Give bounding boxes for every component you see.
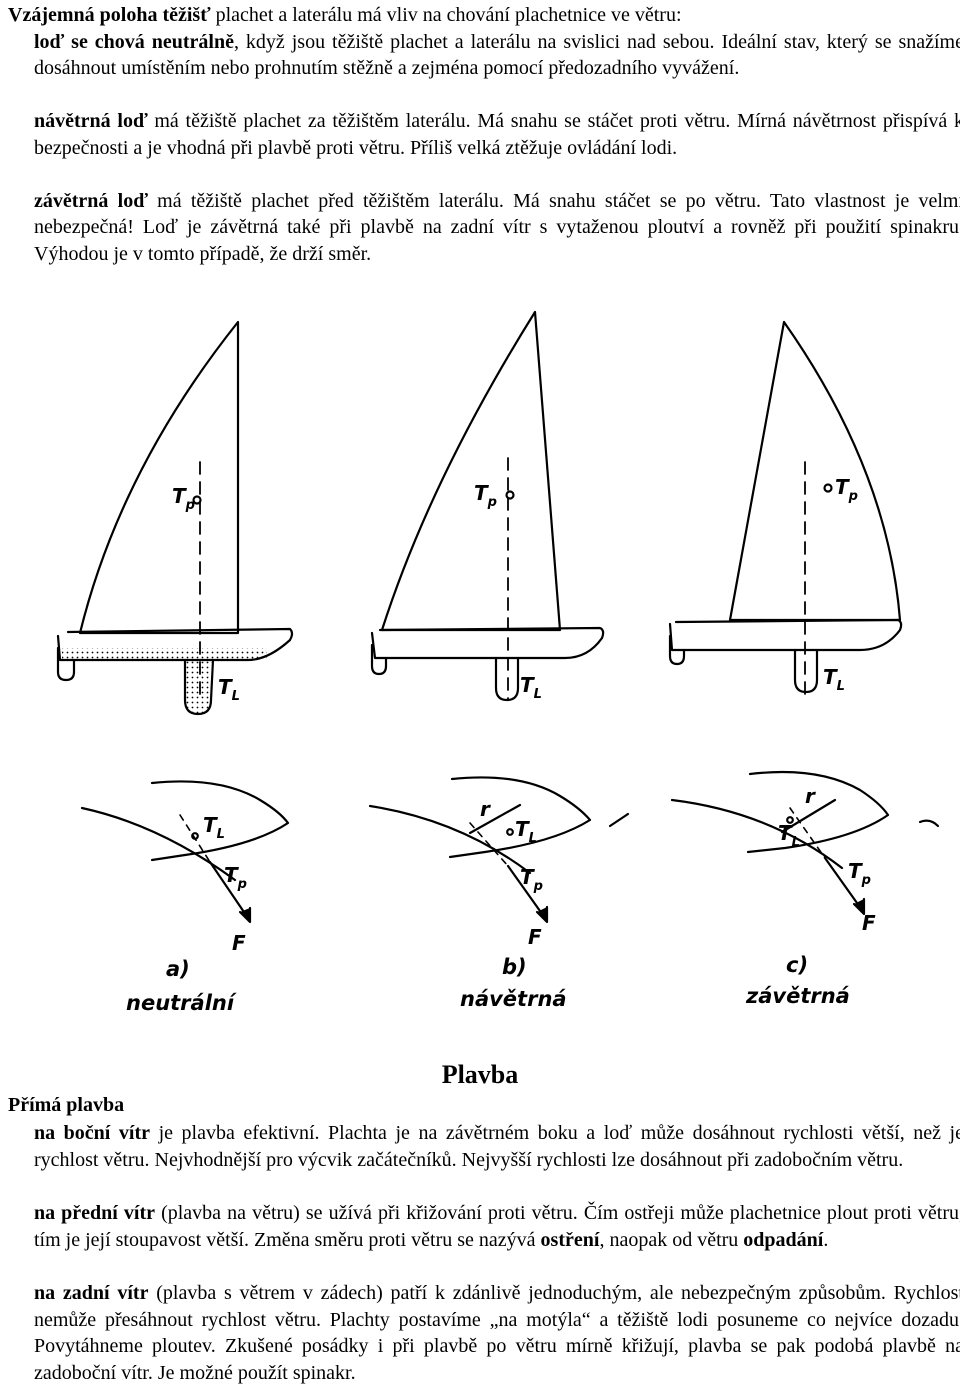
keel-c — [793, 648, 819, 694]
wind-arrow-b — [608, 812, 630, 828]
caption-letter-a: a) — [166, 957, 190, 981]
rudder-c — [668, 634, 686, 666]
force-label-b: F — [528, 925, 542, 949]
dashed-axis-c — [789, 807, 826, 859]
front-wind-term: na přední vítr — [34, 1202, 156, 1224]
boat-c-sideview — [668, 320, 903, 699]
dashed-axis-b — [469, 822, 509, 867]
tl-top-label-a: TL — [203, 813, 225, 842]
arm-label-b: r — [480, 797, 491, 821]
tp-label-a: Tp — [172, 484, 195, 513]
boat-b-sideview — [370, 310, 605, 702]
back-wind-term: na zadní vítr — [34, 1282, 149, 1304]
keel-b — [494, 656, 520, 702]
sail-b — [380, 310, 562, 632]
leeward-paragraph: -závětrná loď má těžiště plachet před tě… — [8, 188, 960, 268]
sail-a — [78, 320, 240, 635]
tp-point-b — [505, 490, 515, 500]
intro-heading-line: Vzájemná poloha těžišť plachet a laterál… — [8, 2, 938, 29]
rudder-a — [56, 646, 76, 682]
force-arrow-c — [852, 897, 866, 916]
lateral-area-a — [62, 648, 267, 660]
intro-heading-rest: plachet a laterálu má vliv na chování pl… — [210, 4, 682, 26]
neutral-paragraph: -loď se chová neutrálně, když jsou těžiš… — [8, 29, 960, 82]
section-title: Plavba — [441, 1060, 519, 1089]
boat-a-sideview — [56, 320, 294, 716]
neutral-text: , když jsou těžiště plachet a laterálu n… — [34, 30, 960, 80]
force-arrow-b — [535, 905, 549, 924]
leeward-term: závětrná loď — [34, 189, 148, 212]
caption-letter-c: c) — [786, 953, 808, 977]
tl-point-c — [786, 816, 794, 824]
arm-label-c: r — [805, 784, 816, 808]
windward-paragraph: -návětrná loď má těžiště plachet za těži… — [8, 108, 960, 161]
wind-arrow-c — [918, 819, 940, 828]
tp-top-label-b: Tp — [520, 865, 543, 894]
back-wind-text: (plavba s větrem v zádech) patří k zdánl… — [34, 1282, 960, 1384]
hull-b — [370, 626, 605, 660]
term-ostreni: ostření — [540, 1228, 600, 1251]
bullet-dash: - — [8, 1200, 34, 1227]
tl-label-c: TL — [823, 665, 845, 694]
arm-line-c — [780, 798, 837, 834]
rudder-b — [370, 643, 388, 676]
boat-a-topview — [80, 780, 290, 924]
tl-point-b — [506, 828, 514, 836]
front-wind-text-3: . — [823, 1228, 829, 1251]
tl-label-a: TL — [218, 675, 240, 704]
section-subtitle: Přímá plavba — [8, 1094, 125, 1116]
bullet-dash: - — [8, 1120, 34, 1147]
tp-point-a — [192, 495, 202, 505]
tl-point-a — [191, 832, 199, 840]
bullet-dash: - — [8, 1280, 34, 1307]
boat-b-topview — [368, 776, 630, 924]
sail-curve-c — [670, 798, 844, 870]
tl-top-label-b: TL — [515, 817, 537, 846]
caption-letter-b: b) — [502, 955, 527, 979]
neutral-term: loď se chová neutrálně — [34, 30, 234, 53]
force-line-a — [208, 860, 250, 920]
windward-term: návětrná loď — [34, 110, 148, 132]
force-line-b — [506, 864, 547, 920]
intro-heading: Vzájemná poloha těžišť — [8, 4, 211, 26]
keel-a — [183, 658, 215, 716]
force-label-c: F — [862, 911, 876, 935]
hull-top-c — [746, 770, 890, 854]
side-wind-paragraph: -na boční vítr je plavba efektivní. Plac… — [8, 1120, 960, 1173]
hull-top-a — [150, 780, 290, 862]
bullet-dash: - — [8, 108, 34, 135]
tp-top-label-a: Tp — [224, 863, 247, 892]
back-wind-paragraph: -na zadní vítr (plavba s větrem v zádech… — [8, 1280, 960, 1386]
windward-text: má těžiště plachet za těžištěm laterálu.… — [34, 110, 960, 159]
force-arrow-a — [238, 906, 252, 924]
tp-point-c — [823, 483, 833, 493]
term-odpadani: odpadání — [743, 1228, 824, 1251]
caption-label-a: neutrální — [126, 991, 237, 1015]
hull-c — [668, 618, 903, 652]
caption-label-b: návětrná — [460, 987, 567, 1011]
bullet-dash: - — [8, 188, 34, 215]
leeward-text: má těžiště plachet před těžištěm laterál… — [34, 189, 960, 265]
force-line-c — [823, 856, 864, 912]
side-wind-text: je plavba efektivní. Plachta je na závět… — [34, 1122, 960, 1171]
sail-c — [728, 320, 902, 622]
sail-curve-a — [80, 806, 237, 882]
boat-c-topview — [670, 770, 940, 916]
sail-balance-figure: Tp TL Tp TL Tp TL TL Tp F r TL Tp F r TL… — [56, 310, 940, 1015]
hull-top-b — [448, 776, 592, 859]
front-wind-text-2: , naopak od větru — [599, 1228, 744, 1251]
tp-top-label-c: Tp — [848, 859, 871, 888]
front-wind-text-1: (plavba na větru) se užívá při křižování… — [34, 1202, 960, 1251]
side-wind-term: na boční vítr — [34, 1122, 151, 1144]
front-wind-paragraph: -na přední vítr (plavba na větru) se uží… — [8, 1200, 960, 1253]
tl-label-b: TL — [520, 673, 542, 702]
tp-label-b: Tp — [474, 481, 497, 510]
tp-label-c: Tp — [835, 475, 858, 504]
arm-line-b — [468, 803, 522, 835]
caption-label-c: závětrná — [745, 984, 850, 1008]
sail-curve-b — [368, 804, 532, 875]
force-label-a: F — [232, 931, 246, 955]
tl-top-label-c: TL — [778, 821, 800, 850]
bullet-dash: - — [8, 29, 34, 56]
